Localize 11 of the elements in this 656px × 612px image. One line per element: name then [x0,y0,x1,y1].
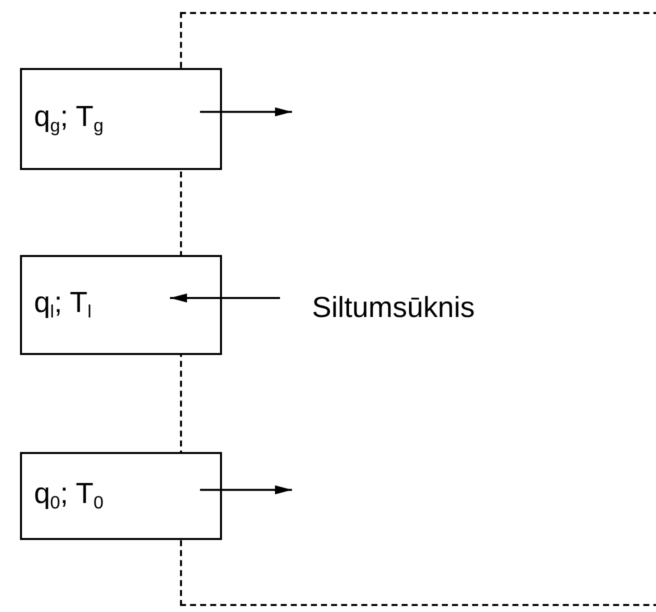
state-label: q$_{g}$; T$_{g}$ [34,101,104,137]
state-box [20,255,222,355]
region-label: Siltumsūknis [312,292,475,325]
state-box [20,68,222,170]
state-label: q$_{l}$; T$_{l}$ [34,287,92,323]
dashed-boundary [180,12,656,606]
arrow [200,107,292,116]
state-box [20,452,222,540]
arrow [170,294,280,302]
arrow [200,485,292,494]
state-label: q$_{0}$; T$_{0}$ [34,478,104,514]
